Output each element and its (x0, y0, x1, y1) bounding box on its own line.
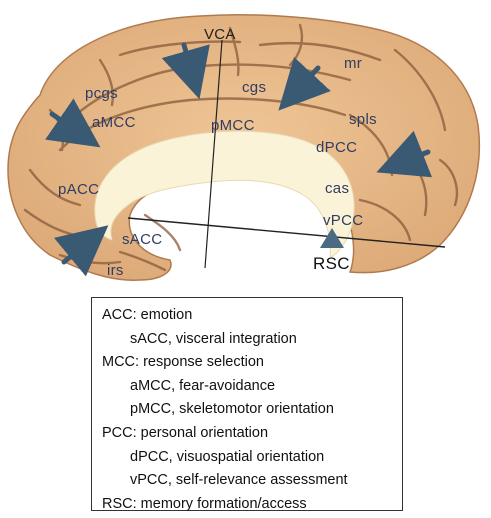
horizontal-reference-line (127, 217, 446, 248)
label-pcgs: pcgs (85, 85, 118, 102)
label-mr: mr (344, 55, 362, 72)
arrow-sacc-icon (53, 225, 109, 277)
label-cgs: cgs (242, 79, 266, 96)
arrow-cgs-anterior-icon (161, 42, 210, 100)
legend-heading: RSC: memory formation/access (102, 495, 307, 512)
legend-heading: PCC: personal orientation (102, 424, 269, 441)
arrow-pcgs-icon (45, 98, 101, 148)
label-vpcc: vPCC (323, 212, 363, 229)
corpus-callosum (94, 130, 355, 259)
label-amcc: aMCC (92, 114, 136, 131)
arrow-cgs-posterior-icon (278, 57, 331, 111)
label-cas: cas (325, 180, 349, 197)
legend-subitem: sACC, visceral integration (130, 330, 297, 347)
rsc-marker-icon (320, 228, 344, 248)
legend-heading: MCC: response selection (102, 354, 264, 371)
label-vca: VCA (204, 26, 236, 43)
label-sacc: sACC (122, 231, 162, 248)
legend-subitem: aMCC, fear-avoidance (130, 377, 276, 394)
vca-line (204, 39, 223, 269)
label-irs: irs (107, 262, 124, 279)
arrow-spls-icon (376, 130, 433, 178)
legend-subitem: dPCC, visuospatial orientation (130, 448, 325, 465)
label-pmcc: pMCC (211, 117, 255, 134)
label-rsc: RSC (313, 254, 350, 273)
brain-medial-view-diagram: VCA mr pcgs cgs aMCC pMCC spls dPCC cas … (7, 14, 481, 281)
label-pacc: pACC (58, 181, 99, 198)
legend-subitem: vPCC, self-relevance assessment (130, 472, 348, 489)
arrows (45, 42, 433, 277)
legend-heading: ACC: emotion (102, 307, 193, 323)
legend-subitem: pMCC, skeletomotor orientation (130, 401, 334, 418)
label-spls: spls (349, 111, 377, 128)
label-dpcc: dPCC (316, 139, 357, 156)
